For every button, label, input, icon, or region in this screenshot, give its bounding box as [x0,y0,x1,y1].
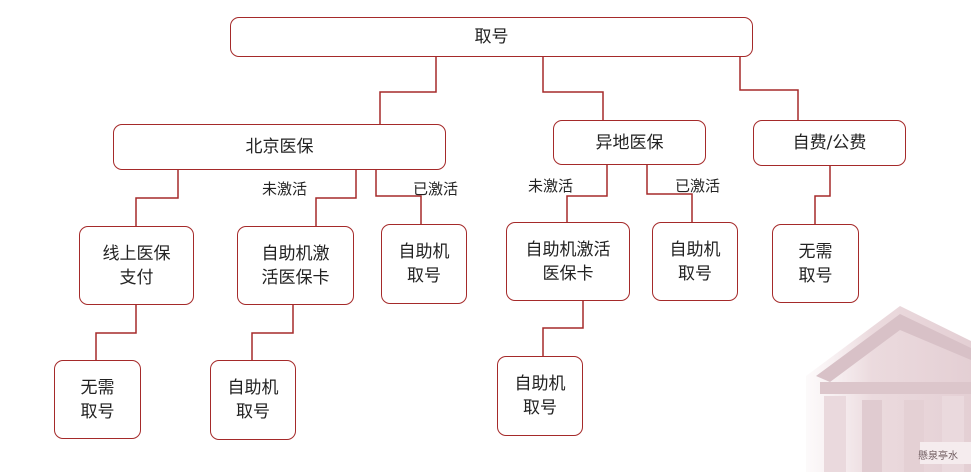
edge-label-bj-not-activated: 未激活 [262,180,308,198]
node-bj-activate-line1: 自助机激 [261,243,330,264]
edge-beijing-activate [315,170,357,226]
root-node: 取号 [230,17,753,57]
building-inscription: 懸泉亭水 [918,449,958,462]
node-bj-activate-kiosk-line2: 取号 [236,402,270,422]
edge-label-other-activated: 已激活 [675,177,721,195]
node-bj-activate-line2: 活医保卡 [261,267,330,288]
category-beijing-label: 北京医保 [245,137,314,157]
category-other-region-node: 异地医保 [553,120,706,165]
edge-root-other [542,57,604,120]
node-other-activate-kiosk: 自助机 取号 [497,356,583,436]
node-bj-kiosk-line2: 取号 [407,266,441,286]
node-bj-activate-kiosk: 自助机 取号 [210,360,296,440]
node-self-no-ticket: 无需 取号 [772,224,859,303]
node-online-pay-line2: 支付 [119,267,154,288]
edge-other-kiosk [646,165,693,222]
edge-beijing-kiosk [375,170,422,224]
node-other-kiosk-line2: 取号 [678,263,712,284]
node-other-kiosk: 自助机 取号 [652,222,738,301]
edge-beijing-online [135,170,179,226]
edge-label-bj-activated: 已激活 [413,180,459,198]
building-facade-icon: 懸泉亭水 [806,306,971,472]
node-online-pay: 线上医保 支付 [79,226,194,305]
node-other-kiosk-line1: 自助机 [669,239,721,260]
root-label: 取号 [474,27,509,47]
edge-other-activate [566,165,608,222]
category-other-region-label: 异地医保 [595,132,664,153]
node-other-activate-line2: 医保卡 [542,263,594,284]
category-self-pay-node: 自费/公费 [753,120,906,166]
node-bj-kiosk: 自助机 取号 [381,224,467,304]
node-bj-kiosk-line1: 自助机 [398,242,450,262]
node-bj-activate: 自助机激 活医保卡 [237,226,354,305]
category-beijing-node: 北京医保 [113,124,446,170]
node-self-no-ticket-line1: 无需 [798,241,833,262]
node-online-no-ticket: 无需 取号 [54,360,141,439]
node-online-pay-line1: 线上医保 [102,243,171,264]
category-self-pay-label: 自费/公费 [792,133,867,153]
node-online-no-ticket-line1: 无需 [80,377,115,398]
node-other-activate: 自助机激活 医保卡 [506,222,630,301]
edge-other-activate-kiosk [542,301,584,356]
node-bj-activate-kiosk-line1: 自助机 [227,378,279,398]
node-other-activate-kiosk-line1: 自助机 [514,374,566,394]
edge-label-other-not-activated: 未激活 [528,177,574,195]
node-self-no-ticket-line2: 取号 [798,265,833,286]
node-online-no-ticket-line2: 取号 [80,401,115,422]
edge-self-noticket [814,166,831,224]
edge-activate-kiosk [251,305,294,360]
edge-root-beijing [379,57,437,124]
node-other-activate-line1: 自助机激活 [525,239,611,260]
edge-root-self [739,57,799,120]
edge-online-noticket [95,305,137,360]
node-other-activate-kiosk-line2: 取号 [523,398,557,418]
